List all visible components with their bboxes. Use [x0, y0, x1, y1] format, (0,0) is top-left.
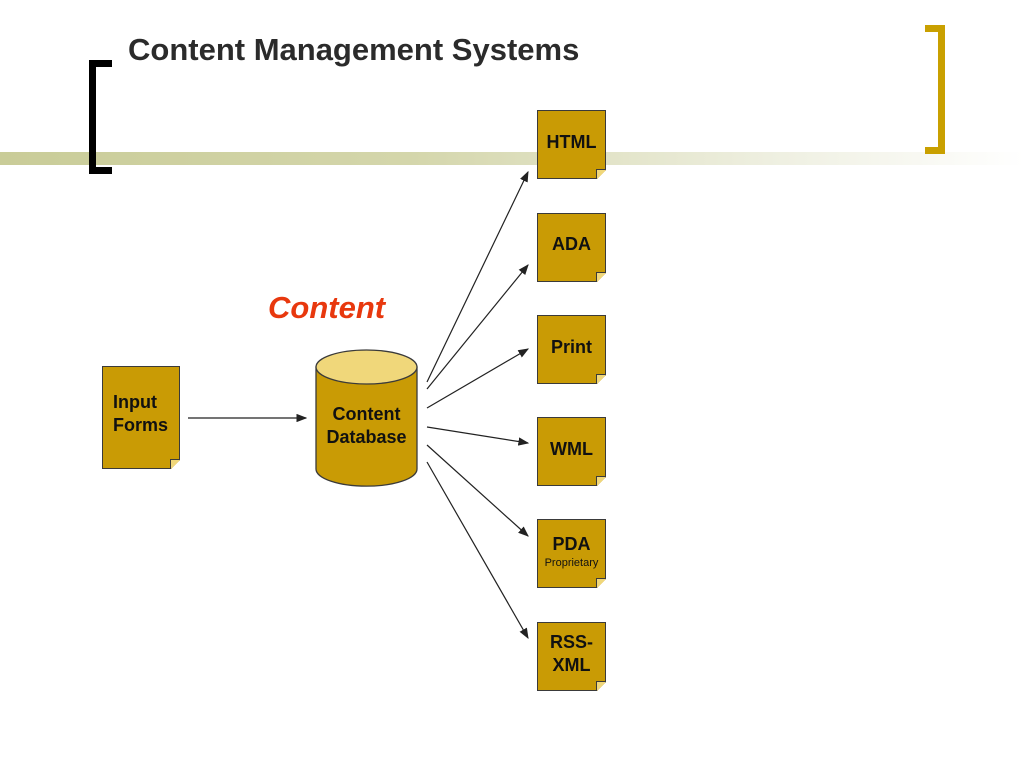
output-box-ada: ADA [537, 213, 606, 282]
page-fold-icon [596, 578, 606, 588]
output-label-html: HTML [546, 132, 597, 152]
output-box-wml: WML [537, 417, 606, 486]
input-forms-line2: Forms [113, 415, 169, 435]
output-label-rss-line2: XML [552, 655, 591, 675]
input-forms-line1: Input [113, 392, 157, 412]
output-box-print: Print [537, 315, 606, 384]
content-label: Content [268, 290, 386, 325]
database-label: Content Database [316, 403, 417, 449]
database-label-line1: Content [332, 404, 401, 424]
output-box-pda: PDA Proprietary [537, 519, 606, 588]
output-label-wml: WML [550, 439, 593, 459]
output-box-html: HTML [537, 110, 606, 179]
page-fold-icon [596, 476, 606, 486]
left-bracket-decoration [89, 60, 112, 174]
arrow-to-rss [426, 461, 529, 640]
output-label-rss-line1: RSS- [549, 632, 593, 652]
right-bracket-decoration [925, 25, 945, 154]
page-fold-icon [170, 459, 180, 469]
page-fold-icon [596, 272, 606, 282]
arrow-to-html [426, 170, 529, 383]
output-box-rss: RSS- XML [537, 622, 606, 691]
page-fold-icon [596, 374, 606, 384]
output-sublabel-pda: Proprietary [544, 557, 599, 569]
database-cylinder [315, 349, 418, 487]
arrow-to-print [426, 348, 530, 409]
arrow-to-wml [426, 426, 530, 446]
page-fold-icon [596, 169, 606, 179]
slide-title: Content Management Systems [128, 32, 580, 67]
input-forms-box: Input Forms [102, 366, 180, 469]
page-fold-icon [596, 681, 606, 691]
arrow-to-pda [426, 444, 529, 537]
accent-bar [0, 152, 1024, 165]
arrow-to-ada [426, 264, 529, 390]
database-label-line2: Database [326, 427, 407, 447]
output-label-print: Print [550, 337, 592, 357]
output-label-pda: PDA [552, 534, 591, 554]
output-label-ada: ADA [552, 234, 591, 254]
